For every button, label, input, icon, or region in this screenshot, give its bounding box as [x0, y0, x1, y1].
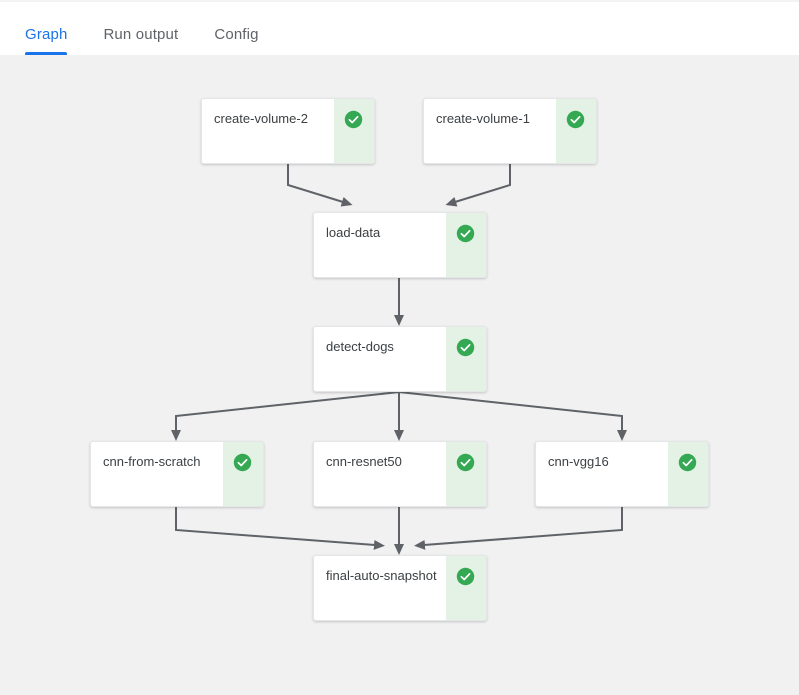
check-circle-icon [678, 453, 697, 472]
node-label: detect-dogs [326, 339, 394, 354]
node-label: cnn-from-scratch [103, 454, 201, 469]
node-label: final-auto-snapshot [326, 568, 437, 583]
graph-canvas[interactable]: create-volume-2 create-volume-1 load-data d… [0, 55, 799, 695]
check-circle-icon [233, 453, 252, 472]
node-label: cnn-vgg16 [548, 454, 609, 469]
edge-cnn-vgg16-to-final-auto-snapshot [414, 507, 623, 550]
edge-detect-dogs-to-cnn-from-scratch [171, 391, 400, 441]
node-label: create-volume-2 [214, 111, 308, 126]
node-label: load-data [326, 225, 381, 240]
check-circle-icon [566, 110, 585, 129]
node-status-strip [556, 99, 596, 163]
node-status-strip [446, 556, 486, 620]
graph-node-load-data[interactable]: load-data [313, 212, 487, 278]
node-status-strip [668, 442, 708, 506]
node-label: create-volume-1 [436, 111, 530, 126]
header-bar: Graph Run output Config [0, 0, 799, 55]
edge-create-volume-2-to-load-data [287, 164, 353, 207]
graph-node-cnn-resnet50[interactable]: cnn-resnet50 [313, 441, 487, 507]
graph-node-detect-dogs[interactable]: detect-dogs [313, 326, 487, 392]
graph-node-cnn-vgg16[interactable]: cnn-vgg16 [535, 441, 709, 507]
tab-config[interactable]: Config [214, 26, 259, 43]
node-status-strip [446, 442, 486, 506]
check-circle-icon [456, 338, 475, 357]
check-circle-icon [456, 453, 475, 472]
check-circle-icon [456, 567, 475, 586]
node-status-strip [223, 442, 263, 506]
node-label: cnn-resnet50 [326, 454, 402, 469]
edge-create-volume-1-to-load-data [445, 164, 511, 207]
node-status-strip [446, 213, 486, 277]
edge-detect-dogs-to-cnn-vgg16 [398, 391, 627, 441]
check-circle-icon [456, 224, 475, 243]
check-circle-icon [344, 110, 363, 129]
tab-run-output[interactable]: Run output [103, 26, 179, 43]
tab-strip: Graph Run output Config [0, 2, 295, 55]
tab-graph[interactable]: Graph [25, 2, 68, 55]
graph-node-create-volume-1[interactable]: create-volume-1 [423, 98, 597, 164]
graph-node-create-volume-2[interactable]: create-volume-2 [201, 98, 375, 164]
node-status-strip [446, 327, 486, 391]
edge-cnn-from-scratch-to-final-auto-snapshot [175, 507, 385, 550]
node-status-strip [334, 99, 374, 163]
graph-node-final-auto-snapshot[interactable]: final-auto-snapshot [313, 555, 487, 621]
graph-node-cnn-from-scratch[interactable]: cnn-from-scratch [90, 441, 264, 507]
